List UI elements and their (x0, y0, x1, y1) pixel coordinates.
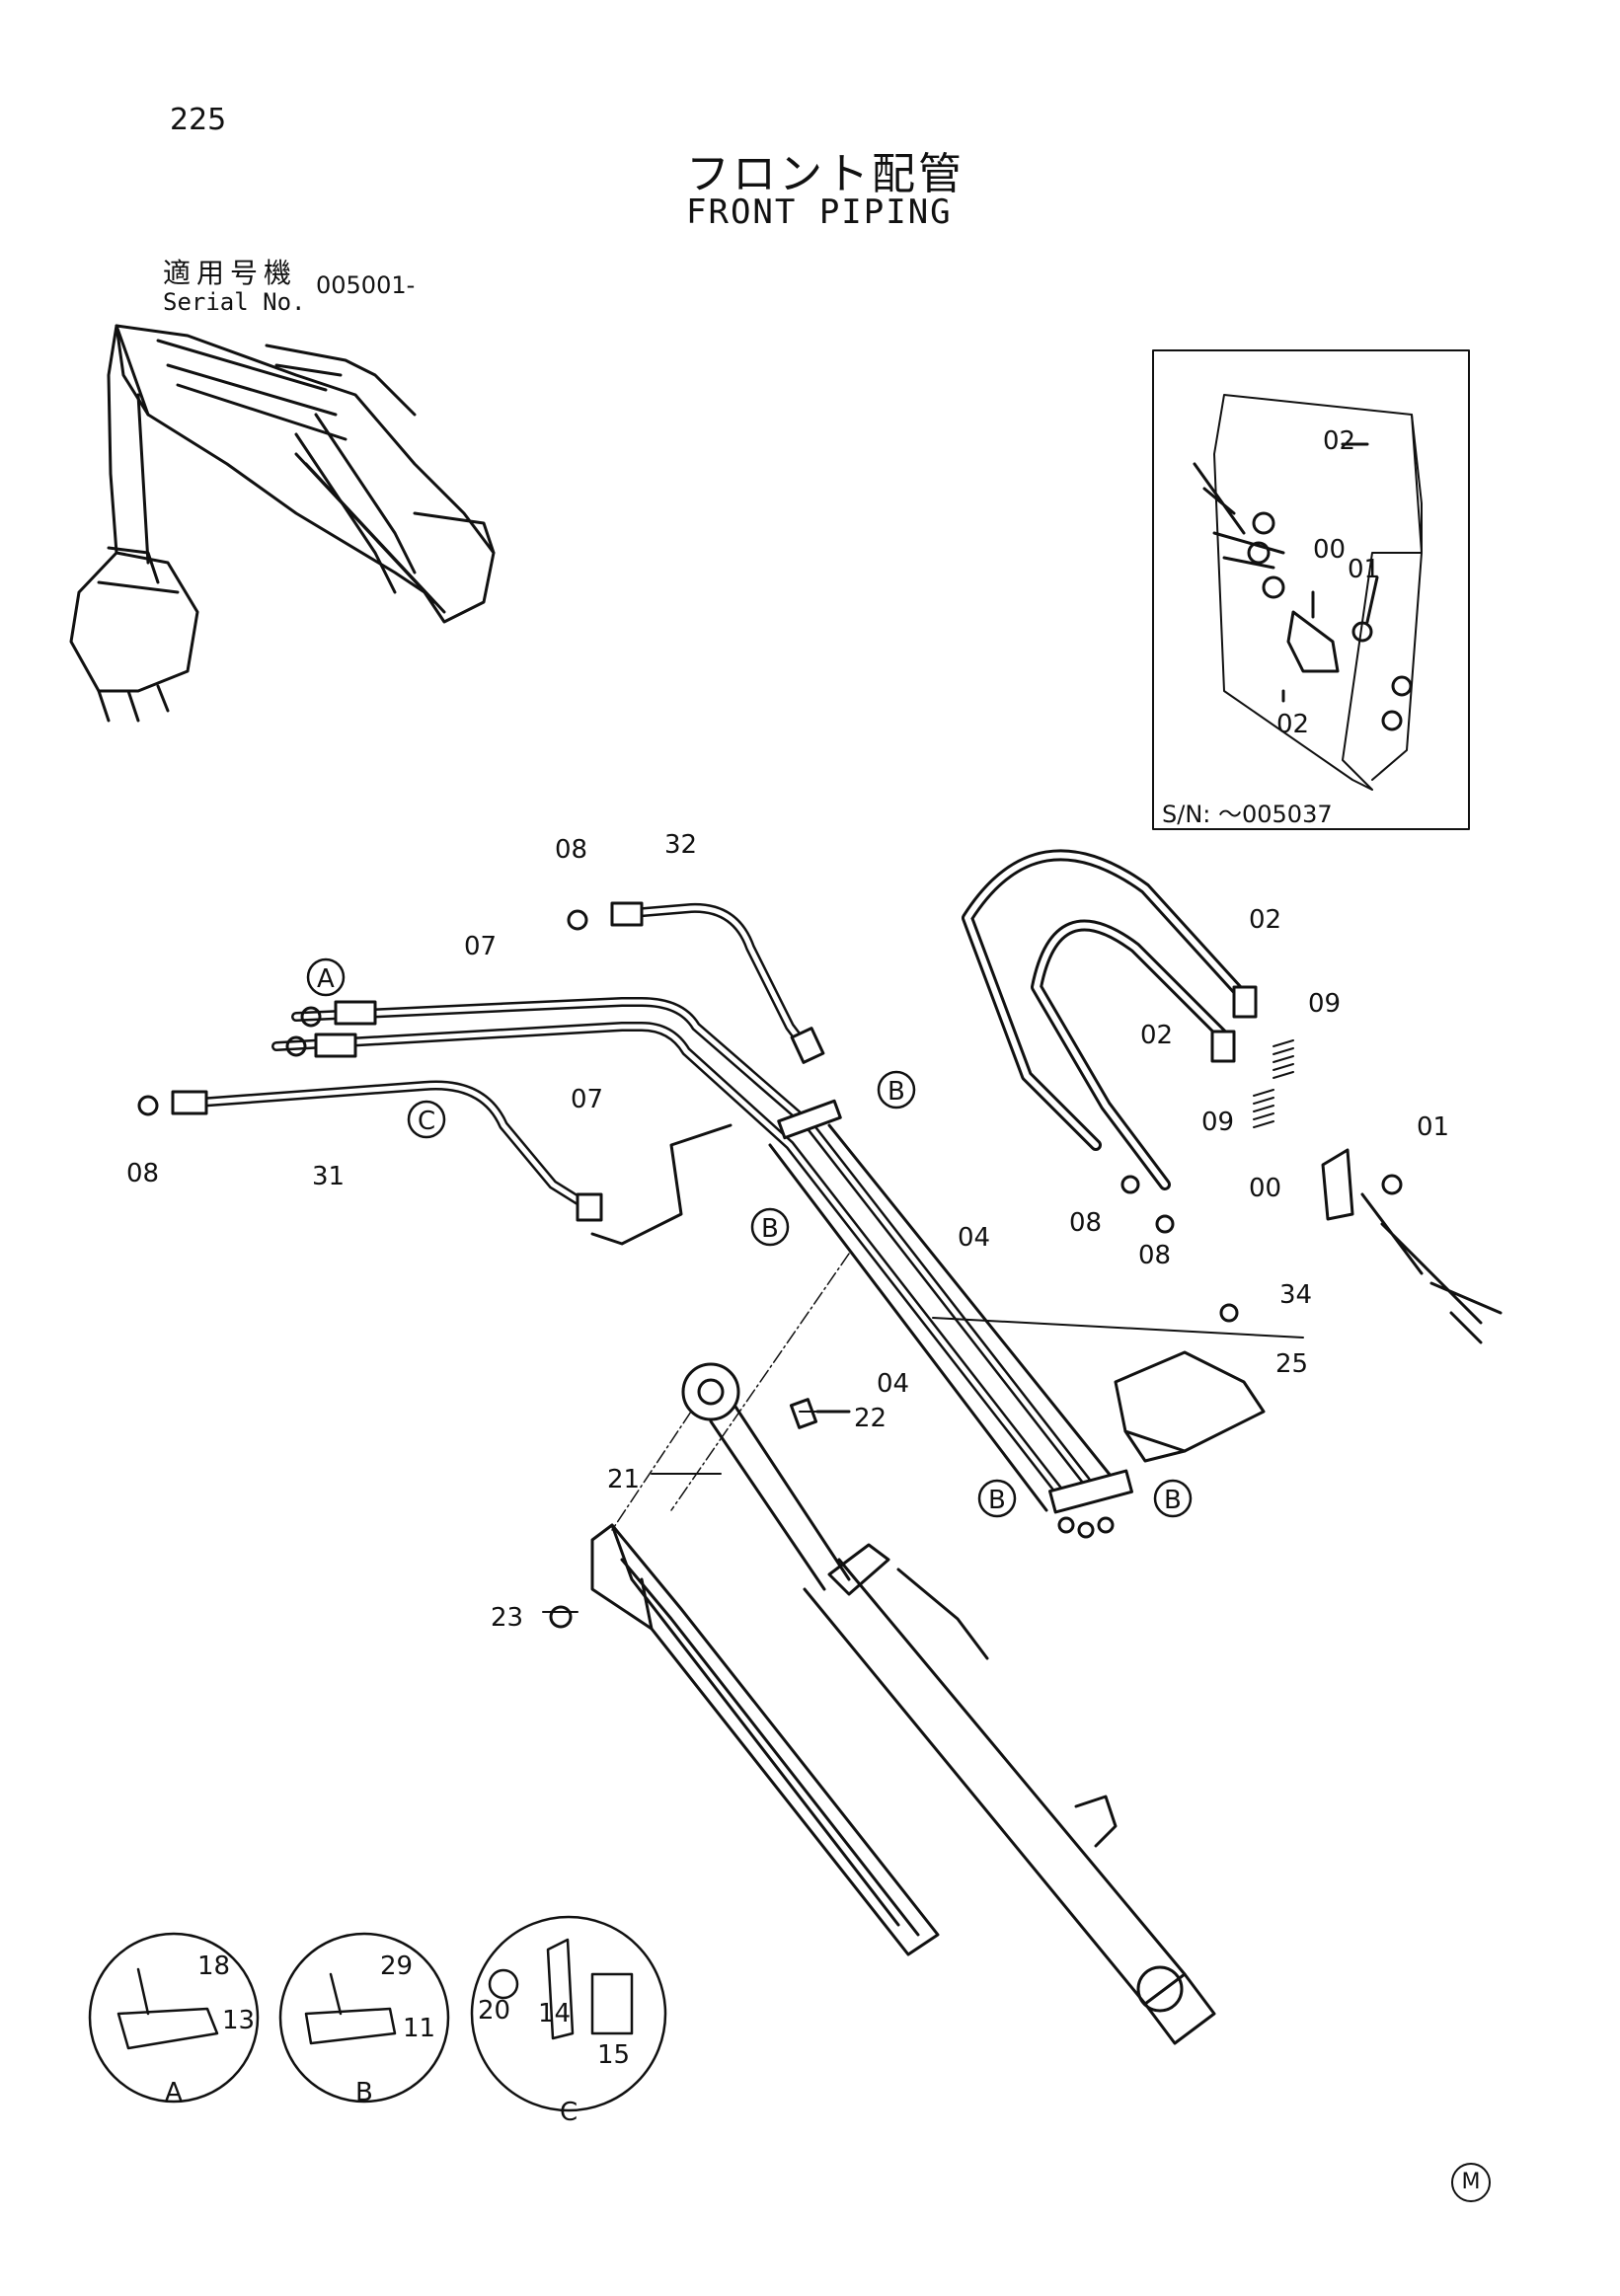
callout-b2-circle (750, 1207, 790, 1247)
label-22: 22 (854, 1404, 887, 1433)
label-09a: 09 (1308, 989, 1341, 1019)
label-32: 32 (664, 830, 697, 860)
label-detail-11: 11 (403, 2014, 435, 2043)
label-inset-02a: 02 (1323, 426, 1355, 456)
callout-c: C (418, 1107, 435, 1136)
callout-b3-circle (977, 1479, 1017, 1518)
label-07b: 07 (571, 1085, 603, 1114)
bracket-00 (1321, 1148, 1503, 1344)
label-08c: 08 (1069, 1208, 1102, 1238)
arm-cylinder (681, 1362, 1216, 2045)
title-japanese: フロント配管 (686, 149, 964, 199)
detail-circles (88, 1915, 667, 2112)
label-09b: 09 (1201, 1108, 1234, 1137)
serial-label-english: Serial No. (163, 288, 306, 316)
label-08b: 08 (126, 1159, 159, 1188)
pipe-31 (171, 1080, 733, 1246)
detail-label-b: B (355, 2078, 373, 2107)
label-21: 21 (607, 1465, 640, 1494)
label-inset-01: 01 (1348, 555, 1380, 584)
pipes-07-04 (271, 997, 1113, 1512)
label-08a: 08 (555, 835, 587, 865)
label-detail-15: 15 (597, 2040, 630, 2070)
callout-c-circle (407, 1100, 446, 1139)
callout-b2: B (761, 1214, 779, 1244)
label-34: 34 (1279, 1280, 1312, 1310)
label-25: 25 (1275, 1349, 1308, 1379)
label-04b: 04 (877, 1369, 909, 1399)
callout-b4-circle (1153, 1479, 1193, 1518)
callout-b1-circle (877, 1070, 916, 1110)
label-02b: 02 (1140, 1021, 1173, 1050)
title-english: FRONT PIPING (686, 192, 953, 232)
pipe-clamps (777, 1099, 1133, 1539)
detail-label-c: C (560, 2098, 578, 2127)
serial-label-japanese: 適用号機 (163, 257, 298, 289)
springs-09 (1253, 1039, 1294, 1128)
label-23: 23 (491, 1603, 523, 1633)
guard-21 (590, 1523, 940, 1956)
callout-circles (306, 957, 1193, 1518)
pipe-32 (610, 901, 825, 1064)
serial-value: 005001- (316, 271, 416, 299)
small-parts (137, 909, 1175, 1629)
callout-a-circle (306, 957, 346, 997)
label-08d: 08 (1138, 1241, 1171, 1270)
excavator-overview-drawing (69, 324, 496, 723)
callout-b3: B (988, 1486, 1006, 1515)
label-leaders (542, 1317, 1304, 1613)
hoses-02 (962, 849, 1258, 1190)
label-04a: 04 (958, 1223, 990, 1253)
label-detail-13: 13 (222, 2006, 255, 2035)
label-detail-18: 18 (197, 1952, 230, 1981)
label-02a: 02 (1249, 905, 1281, 935)
m-mark: M (1451, 2163, 1491, 2202)
label-detail-20: 20 (478, 1996, 510, 2026)
label-detail-29: 29 (380, 1952, 413, 1981)
inset-detail (1152, 349, 1470, 830)
label-detail-14: 14 (538, 1999, 571, 2028)
label-00: 00 (1249, 1174, 1281, 1203)
label-31: 31 (312, 1162, 345, 1191)
leader-lines (611, 1253, 850, 1531)
page-number: 225 (170, 103, 227, 137)
callout-b4: B (1164, 1486, 1182, 1515)
label-inset-02b: 02 (1276, 710, 1309, 739)
cover-25 (1114, 1303, 1266, 1463)
callout-a: A (317, 964, 335, 994)
label-07a: 07 (464, 932, 497, 961)
label-inset-00: 00 (1313, 535, 1346, 565)
label-01: 01 (1417, 1112, 1449, 1142)
inset-serial-note: S/N: ～005037 (1162, 801, 1333, 828)
detail-label-a: A (165, 2078, 183, 2107)
callout-b1: B (887, 1077, 905, 1107)
